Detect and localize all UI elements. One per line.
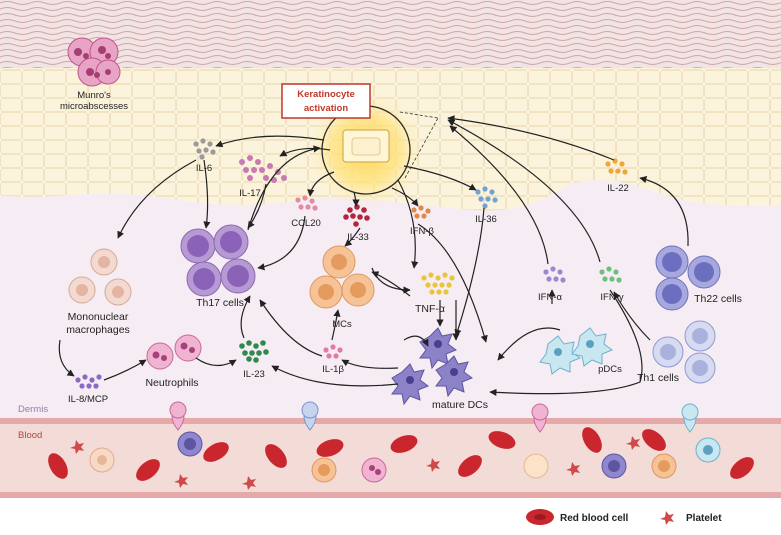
keratinocyte-label-1: Keratinocyte	[297, 89, 355, 100]
neutrophil-cells	[146, 334, 202, 370]
label-ifnb: IFN-β	[410, 226, 434, 237]
keratinocyte-label-2: activation	[304, 103, 349, 114]
label-mcs: MCs	[332, 319, 352, 330]
legend-platelet-label: Platelet	[686, 513, 722, 524]
legend-platelet-icon	[660, 511, 674, 525]
label-il1b: IL-1β	[322, 364, 344, 375]
th17-cells	[180, 224, 256, 297]
pathway-arrows	[58, 115, 689, 396]
label-ifna: IFN-α	[538, 292, 562, 303]
activated-keratinocyte	[308, 92, 439, 208]
platelets	[70, 436, 640, 490]
label-macrophages-2: macrophages	[66, 324, 130, 336]
label-il8-mcp: IL-8/MCP	[68, 394, 108, 405]
label-blood: Blood	[18, 430, 42, 441]
label-th1-cells: Th1 cells	[637, 372, 679, 384]
legend-rbc-label: Red blood cell	[560, 513, 629, 524]
label-il33: IL-33	[347, 232, 369, 243]
label-mature-dcs: mature DCs	[432, 399, 488, 411]
label-th22-cells: Th22 cells	[694, 293, 742, 305]
th22-cells	[655, 245, 721, 311]
label-il17: IL-17	[239, 188, 261, 199]
munro-label-2: microabscesses	[60, 101, 128, 112]
munro-microabscess-cells	[67, 37, 121, 87]
label-il36: IL-36	[475, 214, 497, 225]
label-macrophages-1: Mononuclear	[68, 311, 129, 323]
keratinocyte-activation-box: Keratinocyte activation	[281, 83, 371, 119]
label-tnfa: TNF-α	[415, 303, 445, 315]
munro-label-1: Munro's	[77, 90, 111, 101]
label-ifng: IFN-γ	[600, 292, 623, 303]
legend: Red blood cell Platelet	[526, 509, 722, 525]
label-th17-cells: Th17 cells	[196, 297, 244, 309]
mast-cells	[309, 245, 375, 309]
transmigrating-cells	[169, 401, 699, 433]
th1-cells	[652, 320, 716, 384]
label-il6: IL-6	[196, 163, 212, 174]
label-ccl20: CCL20	[291, 218, 321, 229]
label-il22: IL-22	[607, 183, 629, 194]
blood-vessel-cells	[48, 427, 754, 483]
label-dermis: Dermis	[18, 404, 48, 415]
label-neutrophils: Neutrophils	[145, 377, 198, 389]
label-pdcs: pDCs	[598, 364, 622, 375]
macrophage-cells	[68, 248, 132, 306]
label-il23: IL-23	[243, 369, 265, 380]
cytokine-clusters	[75, 138, 628, 389]
